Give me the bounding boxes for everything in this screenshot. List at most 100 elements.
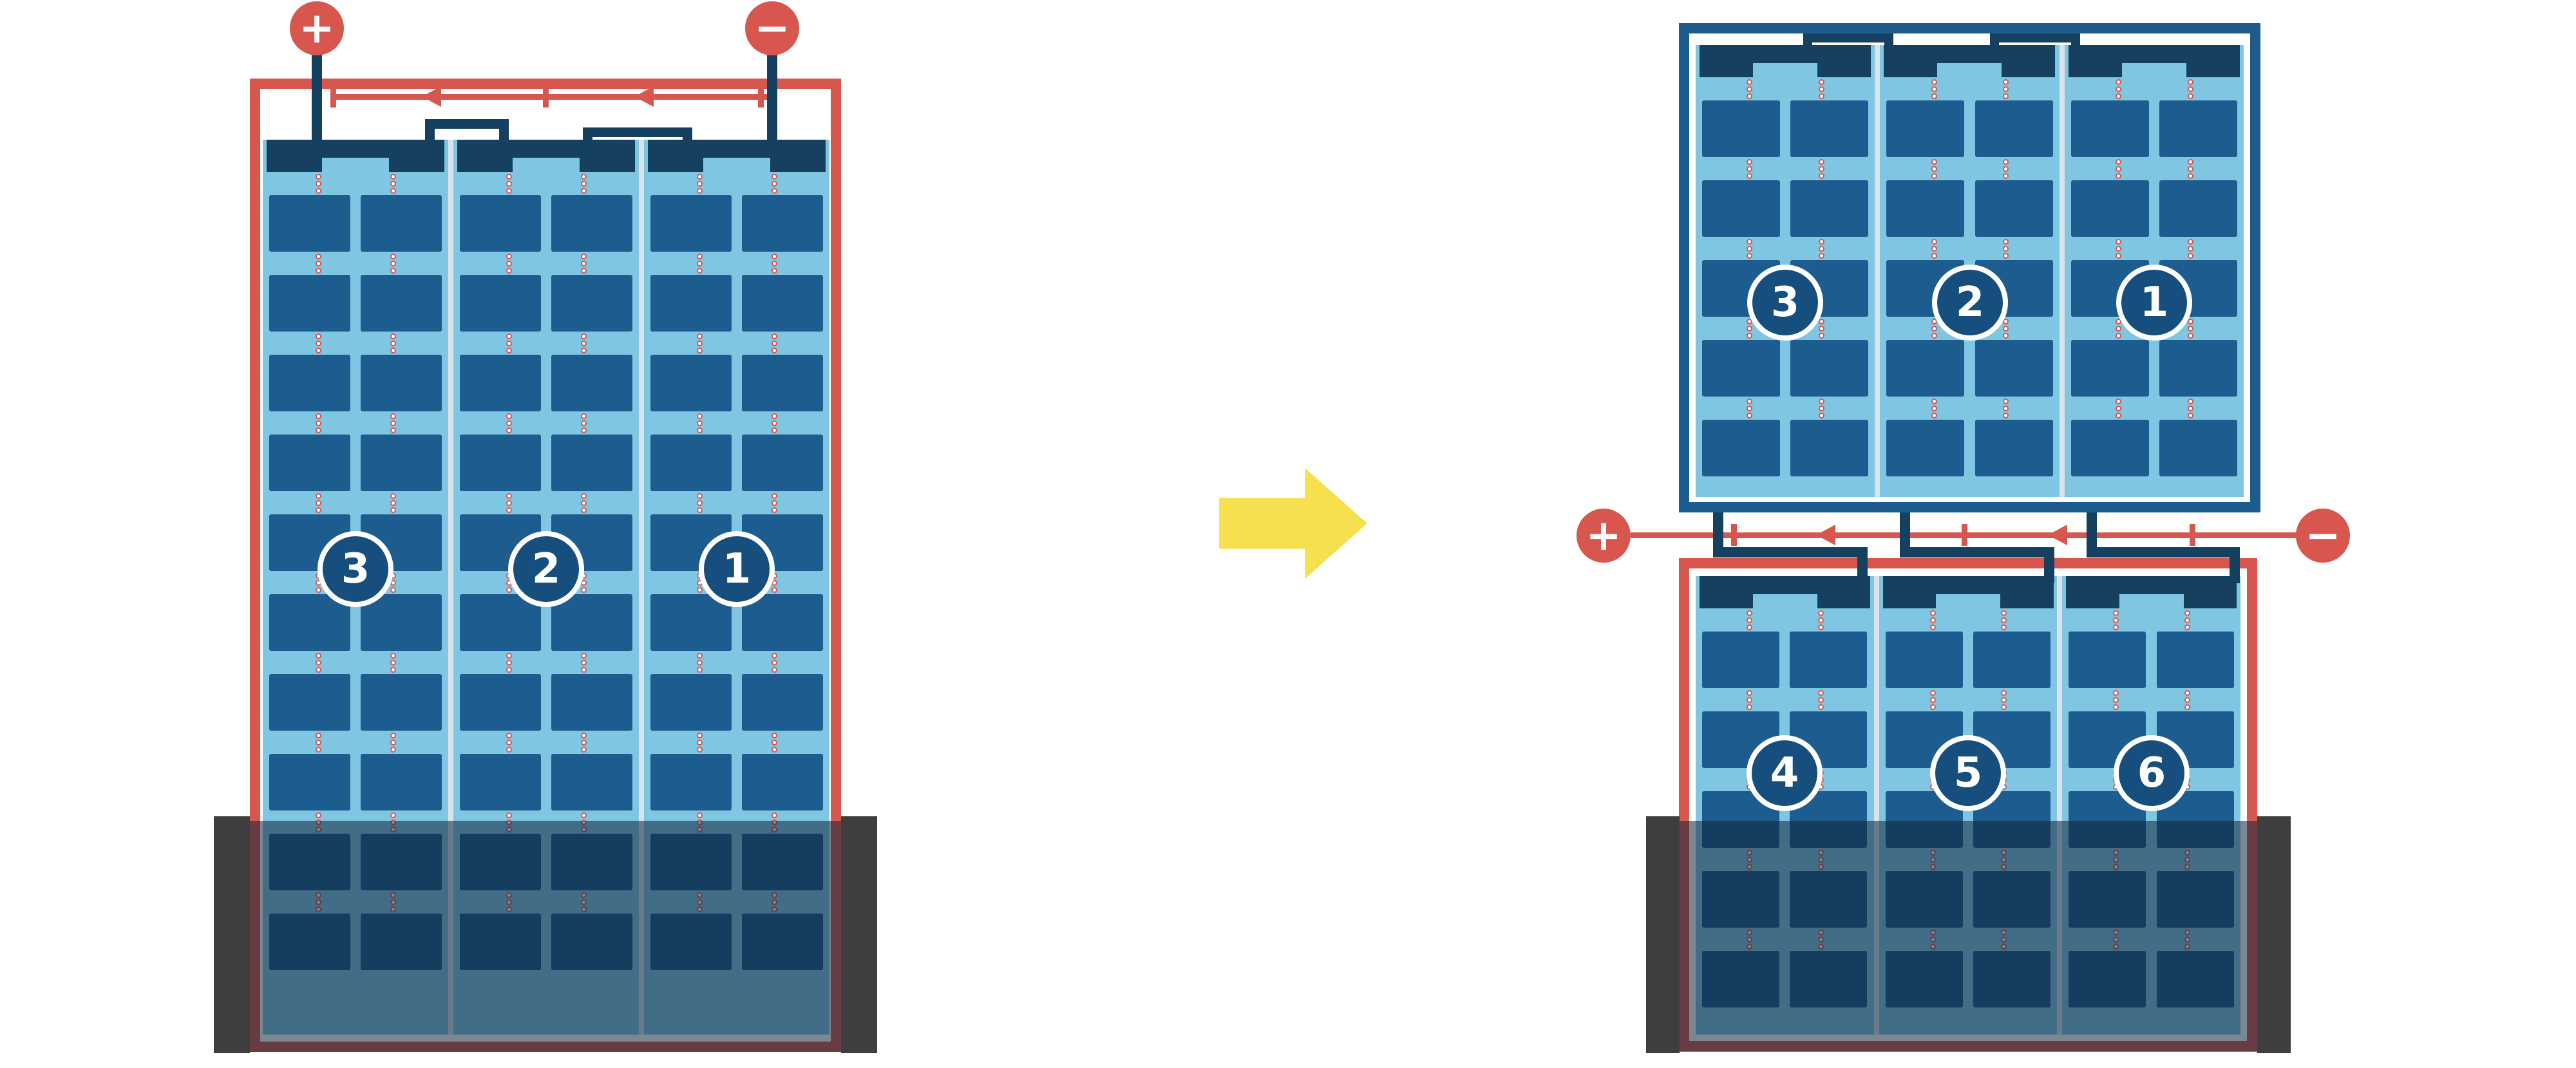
solder-dot (697, 812, 703, 818)
solder-dot (2001, 690, 2007, 696)
solder-dot (1931, 246, 1937, 252)
solder-dot (697, 413, 703, 419)
current-direction-arrow-icon (1816, 525, 1835, 545)
solder-dot (316, 587, 321, 593)
solder-dot (772, 493, 777, 499)
solder-dot (1747, 624, 1752, 630)
solder-dot (2184, 697, 2190, 703)
bus-connector-leg (1857, 547, 1868, 583)
solder-dot (1819, 246, 1824, 252)
solder-dot (697, 667, 703, 673)
solder-dot (2184, 690, 2190, 696)
solder-dot (390, 733, 396, 738)
solder-dot (1931, 413, 1937, 418)
solder-dot (390, 413, 396, 419)
pv-cell (1886, 420, 1964, 476)
solder-dot (1930, 690, 1936, 696)
solder-dot (1747, 166, 1752, 172)
solder-dot (2188, 166, 2193, 172)
solder-dot (506, 667, 512, 673)
solder-dot (390, 348, 396, 353)
busbar-notch (1753, 594, 1817, 608)
plus-icon: + (1586, 511, 1622, 560)
busbar-notch (703, 158, 770, 172)
transition-right-arrow-icon (1219, 468, 1367, 579)
solder-dot (1818, 617, 1824, 623)
solder-dot (506, 747, 512, 753)
solder-dot (2003, 173, 2009, 179)
minus-icon: − (2305, 511, 2341, 560)
pv-cell (361, 275, 442, 332)
solder-dot (1747, 697, 1752, 703)
solder-dot (390, 188, 396, 194)
series-wiring-line (333, 94, 768, 100)
solder-dot (316, 500, 321, 506)
solder-dot (2001, 624, 2007, 630)
solder-dot (581, 268, 587, 274)
pv-cell (650, 195, 732, 252)
solder-dot (1931, 79, 1937, 85)
solder-dot (1747, 690, 1752, 696)
solder-dot (772, 413, 777, 419)
solder-dot (2116, 398, 2121, 404)
after-top-string-frame (1679, 23, 2260, 512)
wiring-tick (330, 86, 336, 108)
solder-dot (506, 733, 512, 738)
solder-dot (697, 268, 703, 274)
solder-dot (2003, 406, 2009, 411)
solder-dot (2188, 239, 2193, 245)
solder-dot (581, 580, 587, 586)
solder-dot (316, 254, 321, 259)
solder-dot (581, 348, 587, 353)
solder-dot (772, 507, 777, 513)
solder-dot (1930, 617, 1936, 623)
pv-cell (269, 754, 350, 810)
solder-dot (772, 341, 777, 346)
solder-dot (2113, 697, 2119, 703)
panel-number-badge: 6 (2114, 735, 2190, 811)
busbar-notch (322, 158, 389, 172)
solder-dot (506, 254, 512, 259)
bus-connector (1900, 547, 2054, 557)
solder-dot (2116, 173, 2121, 179)
bus-connector-leg (1990, 33, 1999, 55)
solder-dot (581, 420, 587, 426)
solder-dot (2003, 86, 2009, 92)
pv-cell (2071, 420, 2149, 476)
solder-dot (506, 341, 512, 346)
solder-dot (697, 181, 703, 187)
pv-cell (2071, 100, 2149, 157)
pv-cell (650, 275, 732, 332)
pv-cell (460, 195, 541, 252)
wiring-tick (2190, 524, 2195, 546)
pv-cell (1975, 420, 2053, 476)
pv-cell (1702, 100, 1780, 157)
bus-connector (425, 119, 509, 129)
solder-dot (1747, 253, 1752, 259)
solder-dot (1747, 617, 1752, 623)
pv-cell (1975, 180, 2053, 237)
pv-cell (269, 195, 350, 252)
solder-dot (2113, 704, 2119, 710)
solder-dot (2001, 617, 2007, 623)
solder-dot (2184, 617, 2190, 623)
solder-dot (697, 493, 703, 499)
pv-cell (1702, 632, 1779, 688)
solder-dot (2188, 159, 2193, 165)
solder-dot (1930, 704, 1936, 710)
pv-cell (2159, 180, 2237, 237)
solder-dot (2001, 610, 2007, 616)
solder-dot (697, 747, 703, 753)
solder-dot (2003, 333, 2009, 339)
solder-dot (1931, 93, 1937, 99)
solder-dot (506, 812, 512, 818)
pv-cell (742, 674, 823, 731)
solder-dot (697, 348, 703, 353)
current-direction-arrow-icon (2048, 525, 2067, 545)
solder-dot (506, 493, 512, 499)
solder-dot (2003, 253, 2009, 259)
solder-dot (2188, 319, 2193, 324)
solder-dot (1819, 173, 1824, 179)
solder-dot (2116, 333, 2121, 339)
solder-dot (581, 740, 587, 745)
